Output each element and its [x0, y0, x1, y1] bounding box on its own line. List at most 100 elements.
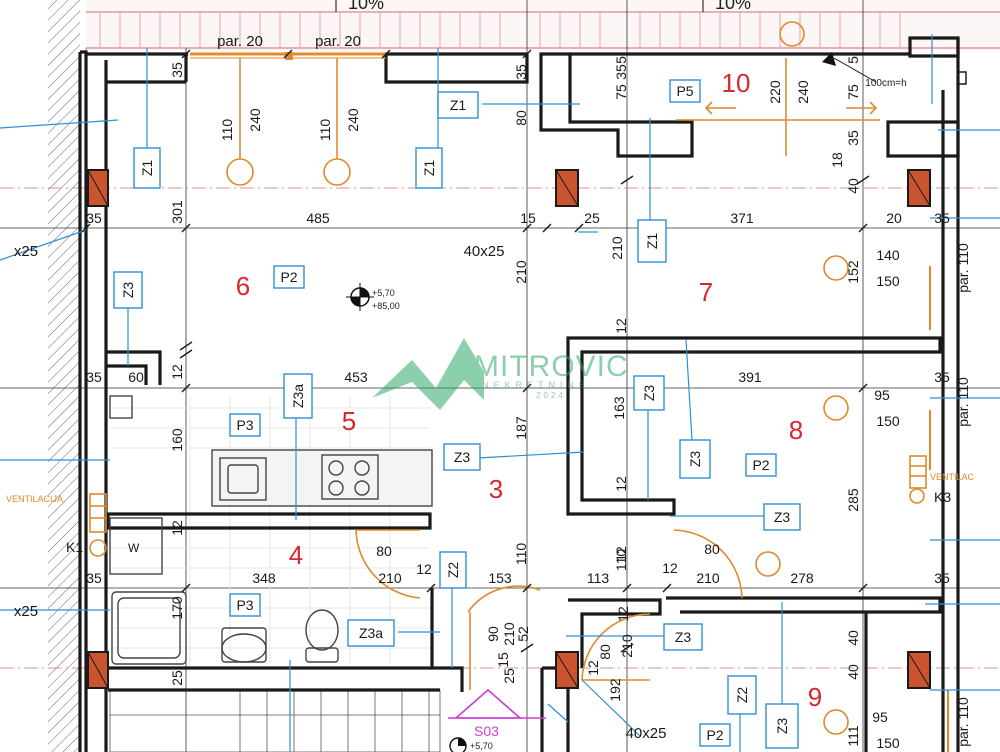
column-size-label: 40x25 — [626, 725, 667, 742]
column-size-label: 40x25 — [464, 243, 505, 260]
wall-tag: Z3a — [283, 373, 313, 419]
dimension-label: 25 — [169, 670, 185, 686]
dimension-label: 170 — [169, 596, 185, 620]
dimension-label: 80 — [597, 644, 613, 660]
fixtures — [109, 395, 433, 665]
dimension-label: 160 — [169, 428, 185, 452]
svg-text:Z3: Z3 — [774, 509, 791, 525]
dimension-label: 348 — [252, 570, 276, 586]
svg-text:P2: P2 — [706, 727, 723, 743]
svg-text:Z3: Z3 — [675, 629, 692, 645]
dimension-label: 40 — [845, 664, 861, 680]
cooktop-icon — [321, 454, 379, 500]
watermark-year: 2024 — [536, 391, 566, 400]
dimension-label: 12 — [613, 476, 629, 492]
dimension-label: 35 — [934, 369, 950, 385]
dimension-label: 150 — [876, 273, 900, 289]
light-fixtures — [226, 21, 849, 735]
svg-text:Z3: Z3 — [454, 449, 471, 465]
parapet-label: par. 20 — [315, 33, 361, 50]
dimension-label: 52 — [515, 626, 531, 642]
watermark-tagline: NEKRETNINE — [482, 380, 590, 390]
dimension-label: 111 — [845, 725, 861, 746]
svg-text:Z1: Z1 — [450, 97, 467, 113]
floor-tag: P3 — [229, 413, 261, 437]
room-number: 3 — [489, 474, 503, 504]
dimension-label: 12 — [613, 546, 629, 562]
svg-text:Z3a: Z3a — [359, 625, 383, 641]
arrow-north-icon — [822, 52, 836, 66]
svg-text:Z1: Z1 — [421, 160, 437, 177]
dimension-label: 210 — [378, 570, 402, 586]
wall-tag: Z1 — [415, 147, 443, 189]
dimension-label: 40 — [845, 630, 861, 646]
dimension-label: 210 — [619, 634, 635, 658]
column-size-label: x25 — [14, 603, 38, 620]
dimension-label: 391 — [738, 369, 762, 385]
dimension-label: 240 — [247, 108, 263, 132]
light-fixture — [779, 21, 805, 47]
columns — [87, 169, 931, 689]
equipment-label: K3 — [934, 489, 951, 505]
svg-text:P2: P2 — [752, 457, 769, 473]
wall-tag: Z1 — [637, 219, 667, 263]
arrow-left-icon — [704, 101, 736, 115]
dimension-label: 192 — [607, 678, 623, 702]
dimension-label: 60 — [128, 369, 144, 385]
dimension-label: 140 — [876, 247, 900, 263]
dimension-label: 163 — [611, 396, 627, 420]
dimension-label: 35 — [86, 369, 102, 385]
svg-text:P2: P2 — [280, 269, 297, 285]
dimension-label: 12 — [169, 364, 185, 380]
walls — [78, 36, 960, 752]
elevation-marker: +5,70 +85,00 +5,70 — [346, 283, 493, 752]
dimension-label: 110 — [219, 119, 235, 142]
dimension-label: 110 — [513, 543, 529, 566]
floor-tag: P2 — [745, 453, 777, 477]
dimension-label: 240 — [345, 108, 361, 132]
dimension-label: 75 — [613, 84, 629, 100]
wall-tag: Z3 — [443, 443, 481, 471]
floor-tag: P3 — [229, 593, 261, 617]
floor-tag: P2 — [273, 265, 305, 289]
equipment-label: VENTILAC — [930, 472, 975, 482]
slope-label: 10% — [715, 0, 751, 13]
dimension-label: 35 — [169, 62, 185, 78]
dimension-label: 150 — [876, 735, 900, 751]
floor-tag: P2 — [699, 723, 731, 747]
dimension-label: 95 — [872, 709, 888, 725]
dimension-label: 35 — [845, 130, 861, 146]
light-fixture — [226, 158, 254, 186]
dimension-label: 80 — [376, 543, 392, 559]
light-fixture — [823, 255, 849, 281]
equipment-label: K1 — [66, 539, 83, 555]
dimension-label: 278 — [790, 570, 814, 586]
dimension-label: 153 — [488, 570, 512, 586]
ventilation — [89, 455, 927, 557]
dimension-label: 12 — [615, 606, 631, 622]
dimension-ticks — [81, 49, 870, 653]
slope-label: 10% — [348, 0, 384, 13]
side-label: par. 110 — [955, 243, 971, 293]
dimension-label: 453 — [344, 369, 368, 385]
svg-text:Z3: Z3 — [120, 282, 136, 299]
doors — [355, 58, 949, 752]
dimension-label: 5 — [613, 56, 629, 64]
dimension-label: 210 — [696, 570, 720, 586]
dimension-label: 12 — [585, 660, 601, 676]
dimension-label: 12 — [662, 560, 678, 576]
dimension-label: 35 — [86, 210, 102, 226]
dimension-label: 20 — [886, 210, 902, 226]
elevation-label: +5,70 — [372, 288, 395, 298]
svg-text:Z3: Z3 — [687, 451, 703, 468]
floor-tag: P5 — [669, 79, 701, 103]
dimension-label: 301 — [169, 200, 185, 224]
exterior-hatch — [48, 0, 80, 752]
sink-icon — [219, 457, 267, 501]
dimension-label: 80 — [704, 541, 720, 557]
dimension-label: 35 — [513, 64, 529, 80]
wall-tag: Z3 — [633, 375, 665, 411]
light-fixture — [755, 551, 781, 577]
svg-text:P3: P3 — [236, 417, 253, 433]
svg-text:Z3: Z3 — [774, 718, 790, 735]
